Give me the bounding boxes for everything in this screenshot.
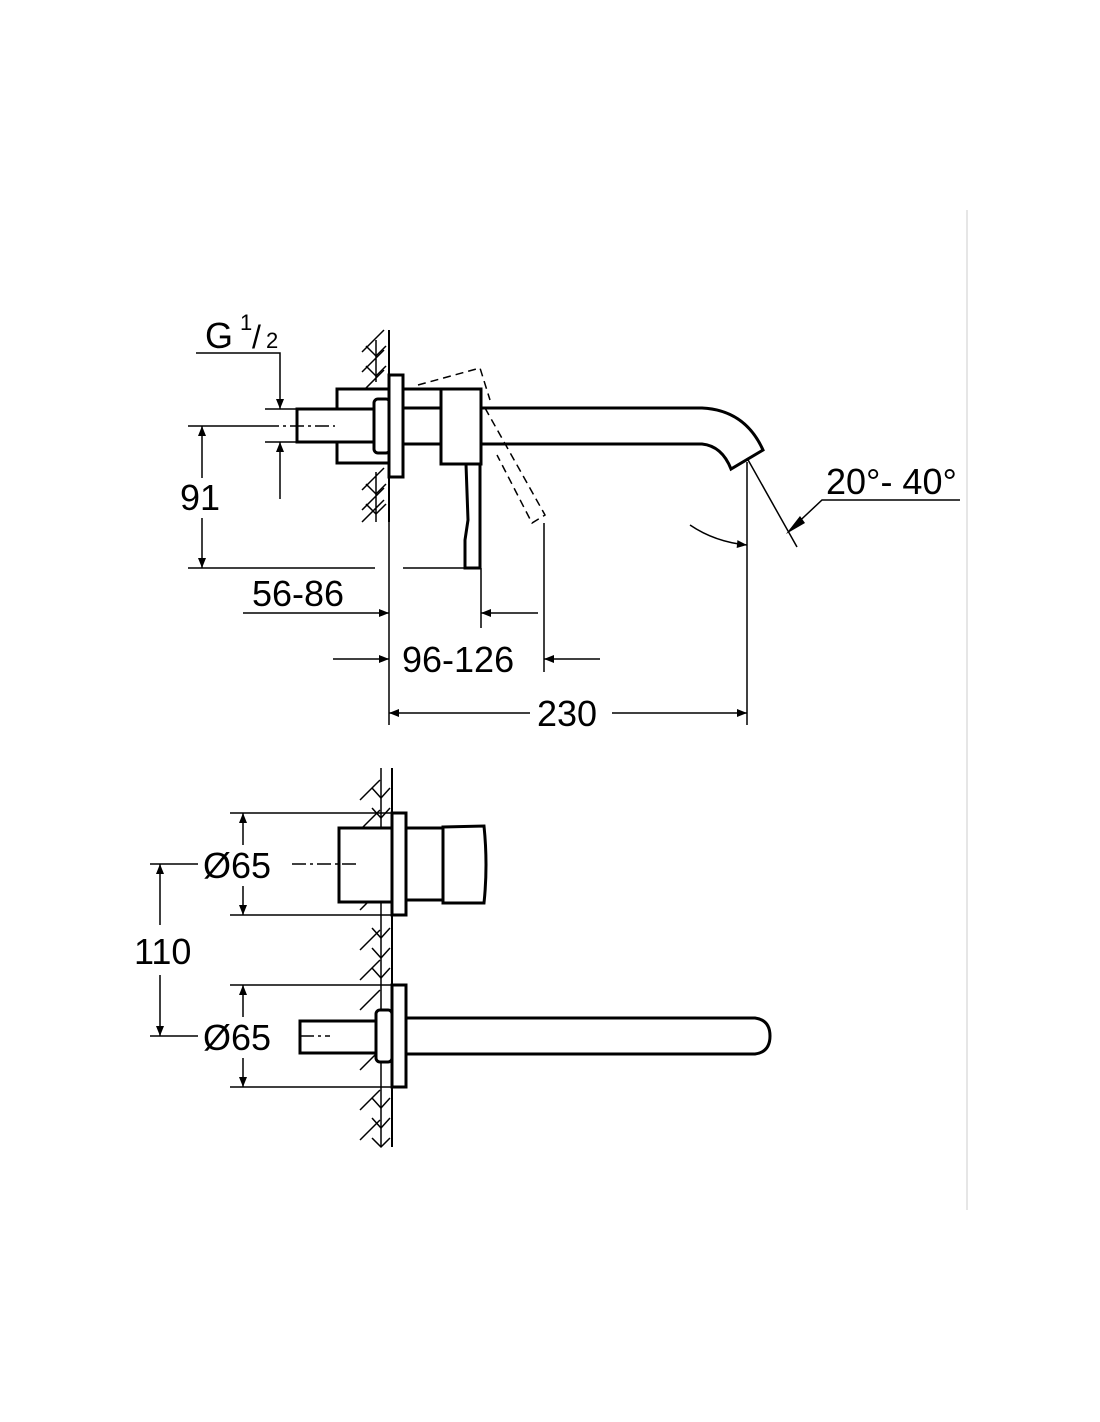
- lower-wall-plate: [390, 983, 408, 1089]
- lever-alt-position: [417, 367, 547, 525]
- lever-range-dimension: 96-126: [402, 639, 514, 680]
- angle-leader: [789, 499, 960, 531]
- wall-hatch-top: [359, 768, 393, 1149]
- spout-top: [404, 1016, 772, 1056]
- handle-cap: [441, 824, 488, 905]
- thread-slash: /: [252, 319, 261, 355]
- handle-base: [404, 826, 445, 902]
- thread-label: G: [205, 315, 233, 356]
- spout-inlet: [298, 1019, 380, 1055]
- upper-wall-plate: [390, 811, 408, 917]
- thread-numerator: 1: [240, 310, 252, 335]
- spacing-dimension: 110: [134, 931, 191, 972]
- spout-fitting: [374, 1008, 394, 1064]
- projection-dimension: 230: [537, 693, 597, 734]
- mixer-body-top: [337, 826, 394, 904]
- mounting-block: [401, 387, 443, 411]
- thread-denominator: 2: [266, 328, 278, 353]
- wall-depth-dimension: 56-86: [252, 573, 344, 614]
- top-view: Ø65 Ø65 110: [134, 768, 772, 1149]
- upper-diameter-dimension: Ø65: [203, 845, 271, 886]
- lever: [463, 462, 482, 570]
- lower-diameter-dimension: Ø65: [203, 1017, 271, 1058]
- side-view: G 1 / 2 91 56-86 96-126 230: [180, 310, 960, 734]
- wall-hatch: [361, 329, 390, 523]
- angle-dimension: 20°- 40°: [826, 461, 957, 502]
- lever-housing: [439, 387, 483, 466]
- wall-plate: [387, 373, 405, 479]
- thread-leader: [196, 352, 284, 409]
- height-dimension: 91: [180, 477, 220, 518]
